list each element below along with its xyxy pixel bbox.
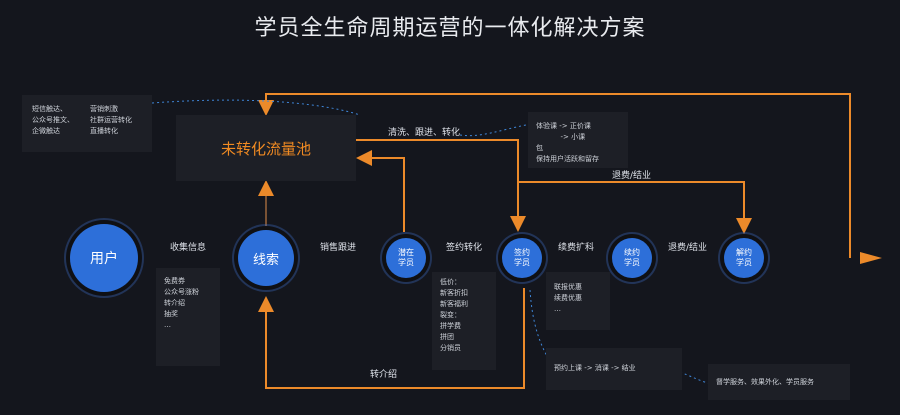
info-line: 新客福利: [440, 300, 468, 308]
dotted-connector-top-left: [151, 99, 361, 116]
clean-followup-label: 清洗、跟进、转化: [388, 128, 461, 138]
user-node: 用户: [70, 224, 138, 292]
info-line: 免费券: [164, 277, 185, 285]
info-line: 拼团: [440, 333, 454, 341]
info-line: 裂变：: [440, 311, 461, 319]
refund-top-label: 退费/结业: [612, 171, 652, 181]
refund-top-arrow: [518, 181, 752, 234]
info-line: 拼学费: [440, 322, 461, 330]
node-label: 线索: [252, 252, 279, 268]
sales-followup-label: 销售跟进: [320, 243, 357, 253]
renew-offers-box: 联报优惠 续费优惠 …: [546, 272, 610, 330]
info-line: 短信触达、: [32, 105, 67, 113]
info-line: 直播转化: [90, 127, 118, 135]
main-flow-arrowhead: [860, 252, 882, 264]
info-line: 营销刺激: [90, 105, 118, 113]
top-right-info-box: 体验课 -> 正价课 -> 小课 包 保持用户活跃和留存: [528, 112, 628, 168]
potential-student-node: 潜在学员: [386, 238, 426, 278]
service-box: 督学服务、效果外化、学员服务: [708, 364, 850, 400]
pool-to-signed-arrow: [356, 139, 526, 232]
sign-conversion-box: 低价： 新客折扣 新客福利 裂变： 拼学费 拼团 分销员: [432, 272, 496, 370]
info-line: 分销员: [440, 344, 461, 352]
node-label: 签约: [514, 248, 530, 257]
info-line: 低价：: [440, 278, 461, 286]
node-label: 学员: [736, 258, 752, 267]
potential-to-pool-arrow: [356, 150, 405, 232]
info-line: -> 小课: [536, 133, 586, 141]
schedule-box: 预约上课 -> 消课 -> 结业: [546, 348, 682, 390]
signed-student-node: 签约学员: [502, 238, 542, 278]
node-label: 潜在: [398, 248, 414, 257]
node-label: 解约: [736, 248, 752, 257]
refund-main-label: 退费/结业: [668, 243, 708, 253]
top-left-col1: 短信触达、 公众号推文、 企微触达: [32, 104, 74, 137]
cancelled-student-node: 解约学员: [724, 238, 764, 278]
referral-label: 转介绍: [370, 370, 398, 380]
collect-info-label: 收集信息: [170, 243, 207, 253]
renewed-student-node: 续约学员: [612, 238, 652, 278]
info-line: 预约上课 -> 消课 -> 结业: [554, 364, 636, 372]
dotted-connector-top-right: [459, 124, 527, 137]
top-left-col2: 营销刺激 社群运营转化 直播转化: [90, 104, 132, 137]
node-label: 学员: [514, 258, 530, 267]
info-line: 督学服务、效果外化、学员服务: [716, 378, 814, 386]
renew-label: 续费扩科: [558, 243, 595, 253]
top-loop-arrow: [258, 93, 851, 258]
info-line: 企微触达: [32, 127, 60, 135]
info-line: 联报优惠: [554, 283, 582, 291]
info-line: 社群运营转化: [90, 116, 132, 124]
page-title: 学员全生命周期运营的一体化解决方案: [254, 16, 646, 41]
info-line: 新客折扣: [440, 289, 468, 297]
dotted-connector-bottom: [529, 289, 549, 359]
info-line: 抽奖: [164, 310, 178, 318]
info-line: 公众号涨粉: [164, 288, 199, 296]
info-line: …: [164, 321, 171, 329]
lead-channels-box: 免费券 公众号涨粉 转介绍 抽奖 …: [156, 268, 220, 366]
lead-node: 线索: [238, 230, 294, 286]
node-label: 学员: [398, 258, 414, 267]
sign-conversion-label: 签约转化: [446, 243, 483, 253]
node-label: 续约: [624, 248, 640, 257]
top-left-info-box: 短信触达、 公众号推文、 企微触达 营销刺激 社群运营转化 直播转化: [22, 95, 152, 152]
node-label: 用户: [90, 251, 118, 267]
info-line: …: [554, 305, 561, 313]
node-label: 学员: [624, 258, 640, 267]
info-line: 公众号推文、: [32, 116, 74, 124]
info-line: 体验课 -> 正价课: [536, 122, 591, 130]
unconverted-traffic-pool: 未转化流量池: [176, 115, 356, 181]
info-line: 转介绍: [164, 299, 185, 307]
info-line: 包: [536, 144, 543, 152]
referral-loop-arrow: [258, 288, 525, 389]
info-line: 续费优惠: [554, 294, 582, 302]
info-line: 保持用户活跃和留存: [536, 155, 599, 163]
